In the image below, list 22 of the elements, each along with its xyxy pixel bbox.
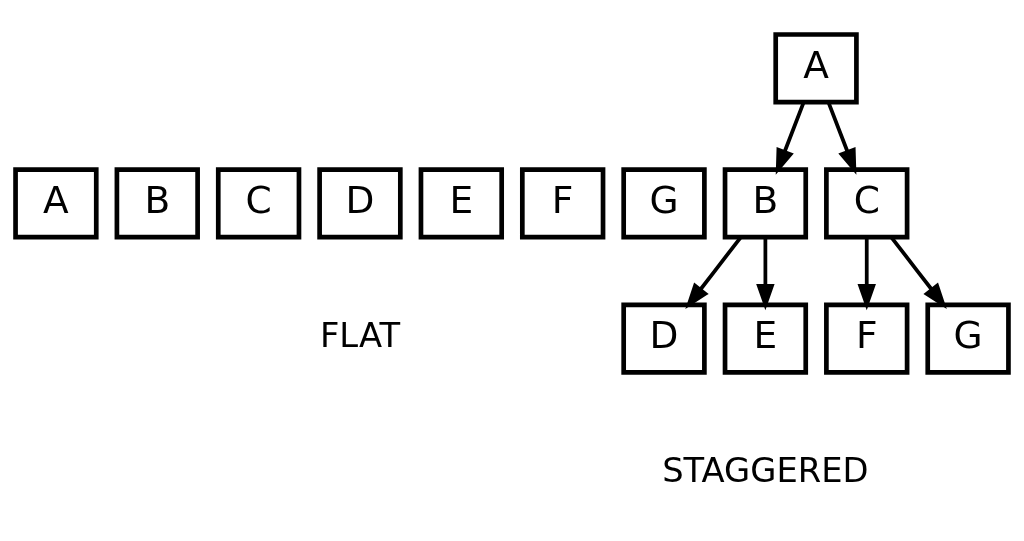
node-box: B bbox=[722, 166, 809, 240]
label: FLAT bbox=[319, 315, 401, 355]
label: STAGGERED bbox=[662, 450, 869, 490]
node-box: C bbox=[824, 166, 910, 240]
arrow bbox=[857, 237, 876, 310]
arrow bbox=[826, 101, 857, 175]
node-box: D bbox=[621, 301, 707, 375]
node-box: D bbox=[317, 166, 403, 240]
node-box: A bbox=[773, 31, 859, 104]
node-box: A bbox=[13, 166, 99, 240]
node-box: E bbox=[722, 301, 809, 375]
arrow bbox=[685, 236, 742, 309]
node-box: G bbox=[925, 301, 1011, 375]
node-box: B bbox=[114, 166, 200, 240]
arrow bbox=[890, 236, 947, 309]
node-box: E bbox=[418, 166, 505, 240]
arrow bbox=[756, 237, 775, 310]
node-box: G bbox=[621, 166, 707, 240]
node-box: C bbox=[215, 166, 302, 240]
node-box: F bbox=[824, 301, 910, 375]
node-box: F bbox=[519, 166, 606, 240]
arrow bbox=[775, 101, 806, 175]
